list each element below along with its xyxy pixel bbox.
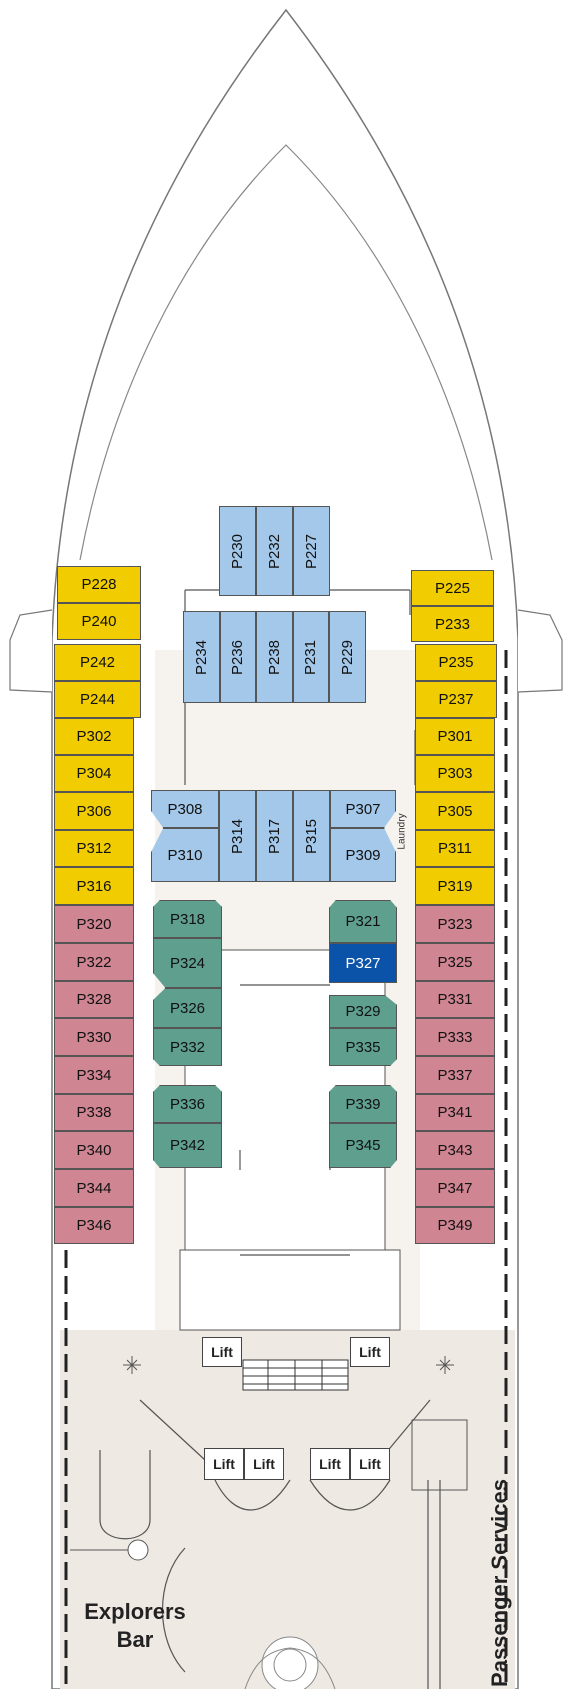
- port-wing: [9, 609, 53, 693]
- cabin-P345[interactable]: P345: [329, 1123, 397, 1168]
- cabin-P340[interactable]: P340: [54, 1131, 134, 1169]
- cabin-P336[interactable]: P336: [153, 1085, 222, 1123]
- cabin-P341[interactable]: P341: [415, 1094, 495, 1131]
- cabin-P326[interactable]: P326: [153, 988, 222, 1028]
- cabin-P321[interactable]: P321: [329, 900, 397, 943]
- cabin-P238[interactable]: P238: [256, 611, 293, 703]
- cabin-P306[interactable]: P306: [54, 792, 134, 830]
- cabin-P235[interactable]: P235: [415, 644, 497, 681]
- cabin-P349[interactable]: P349: [415, 1207, 495, 1244]
- starboard-wing: [517, 609, 563, 693]
- cabin-P234[interactable]: P234: [183, 611, 220, 703]
- cabin-P244[interactable]: P244: [54, 681, 141, 718]
- cabin-P344[interactable]: P344: [54, 1169, 134, 1207]
- cabin-P332[interactable]: P332: [153, 1028, 222, 1066]
- cabin-P330[interactable]: P330: [54, 1018, 134, 1056]
- cabin-P319[interactable]: P319: [415, 867, 495, 905]
- cabin-P310[interactable]: P310: [151, 828, 219, 882]
- cabin-P324[interactable]: P324: [153, 938, 222, 988]
- cabin-P225[interactable]: P225: [411, 570, 494, 606]
- cabin-P322[interactable]: P322: [54, 943, 134, 981]
- cabin-P335[interactable]: P335: [329, 1028, 397, 1066]
- cabin-P329[interactable]: P329: [329, 995, 397, 1028]
- cabin-P307[interactable]: P307: [330, 790, 396, 828]
- cabin-P331[interactable]: P331: [415, 981, 495, 1018]
- cabin-P228[interactable]: P228: [57, 566, 141, 603]
- cabin-P337[interactable]: P337: [415, 1056, 495, 1094]
- cabin-P315[interactable]: P315: [293, 790, 330, 882]
- lift-lower-3[interactable]: Lift: [310, 1448, 350, 1480]
- lift-upper-right[interactable]: Lift: [350, 1337, 390, 1367]
- cabin-P334[interactable]: P334: [54, 1056, 134, 1094]
- cabin-P302[interactable]: P302: [54, 718, 134, 755]
- laundry-label: Laundry: [396, 813, 408, 850]
- cabin-P230[interactable]: P230: [219, 506, 256, 596]
- cabin-P305[interactable]: P305: [415, 792, 495, 830]
- cabin-P303[interactable]: P303: [415, 755, 495, 792]
- cabin-P236[interactable]: P236: [220, 611, 256, 703]
- cabin-P325[interactable]: P325: [415, 943, 495, 981]
- cabin-P233[interactable]: P233: [411, 606, 494, 642]
- cabin-P229[interactable]: P229: [329, 611, 366, 703]
- cabin-P347[interactable]: P347: [415, 1169, 495, 1207]
- explorers-bar-line1: Explorers: [84, 1599, 186, 1624]
- cabin-P242[interactable]: P242: [54, 644, 141, 681]
- lift-lower-1[interactable]: Lift: [204, 1448, 244, 1480]
- cabin-P237[interactable]: P237: [415, 681, 497, 718]
- cabin-P240[interactable]: P240: [57, 603, 141, 640]
- cabin-P311[interactable]: P311: [415, 830, 495, 867]
- inner-deck-line: [79, 144, 493, 561]
- lift-upper-left[interactable]: Lift: [202, 1337, 242, 1367]
- explorers-bar-label: Explorers Bar: [80, 1598, 190, 1654]
- cabin-P316[interactable]: P316: [54, 867, 134, 905]
- explorers-bar-line2: Bar: [116, 1627, 154, 1652]
- cabin-P312[interactable]: P312: [54, 830, 134, 867]
- cabin-P314[interactable]: P314: [219, 790, 256, 882]
- cabin-P320[interactable]: P320: [54, 905, 134, 943]
- passenger-services-label: Passenger Services: [487, 1479, 512, 1687]
- cabin-P333[interactable]: P333: [415, 1018, 495, 1056]
- cabin-P342[interactable]: P342: [153, 1123, 222, 1168]
- cabin-P328[interactable]: P328: [54, 981, 134, 1018]
- cabin-P338[interactable]: P338: [54, 1094, 134, 1131]
- cabin-P327-selected[interactable]: P327: [329, 943, 397, 983]
- cabin-P232[interactable]: P232: [256, 506, 293, 596]
- cabin-P318[interactable]: P318: [153, 900, 222, 938]
- lift-lower-4[interactable]: Lift: [350, 1448, 390, 1480]
- cabin-P231[interactable]: P231: [293, 611, 329, 703]
- cabin-P304[interactable]: P304: [54, 755, 134, 792]
- cabin-P346[interactable]: P346: [54, 1207, 134, 1244]
- cabin-P323[interactable]: P323: [415, 905, 495, 943]
- lift-lower-2[interactable]: Lift: [244, 1448, 284, 1480]
- stairs: [242, 1359, 349, 1391]
- cabin-P309[interactable]: P309: [330, 828, 396, 882]
- cabin-P308[interactable]: P308: [151, 790, 219, 828]
- cabin-P301[interactable]: P301: [415, 718, 495, 755]
- cabin-P343[interactable]: P343: [415, 1131, 495, 1169]
- cabin-P227[interactable]: P227: [293, 506, 330, 596]
- cabin-P339[interactable]: P339: [329, 1085, 397, 1123]
- stairwell-area: [179, 1249, 401, 1331]
- cabin-P317[interactable]: P317: [256, 790, 293, 882]
